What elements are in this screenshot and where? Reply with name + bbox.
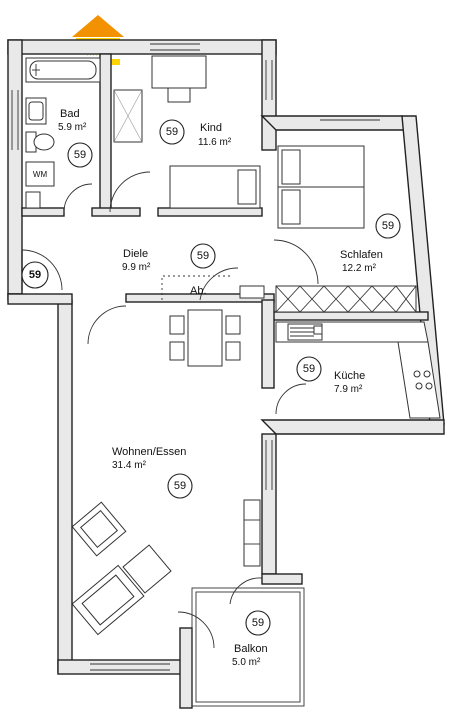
room-name-wohnen: Wohnen/Essen: [112, 446, 186, 458]
room-area-kind: 11.6 m²: [198, 137, 232, 148]
kind-bed: [169, 165, 261, 209]
washing-machine: WM: [25, 161, 55, 187]
bath-cabinet: [25, 191, 41, 209]
sink: [25, 97, 47, 125]
toilet: [25, 131, 55, 153]
room-name-bad: Bad: [60, 108, 80, 120]
entrance-door: [21, 249, 63, 291]
bad-door: [63, 183, 93, 213]
room-badge-wohnen: 59: [174, 480, 186, 492]
kind-door: [109, 171, 151, 213]
kind-wardrobe: [113, 89, 143, 143]
room-area-schlafen: 12.2 m²: [342, 263, 377, 274]
room-area-balkon: 5.0 m²: [232, 657, 261, 668]
room-badge-diele: 59: [197, 250, 209, 262]
room-name-diele: Diele: [123, 248, 148, 260]
entrance-badge-text: 59: [29, 269, 41, 281]
room-kind: Kind 11.6 m² 59: [159, 119, 232, 148]
bathtub: [25, 57, 101, 83]
balkon-door-2: [229, 577, 263, 605]
kitchen-counter: [275, 321, 441, 419]
room-badge-bad: 59: [74, 149, 86, 161]
room-badge-balkon: 59: [252, 617, 264, 629]
schlafen-door: [273, 239, 319, 285]
dining-table: [169, 309, 241, 367]
room-diele: Diele 9.9 m² 59: [122, 243, 216, 273]
walls: [7, 39, 445, 709]
entrance-badge: 59: [21, 261, 49, 289]
room-badge-kueche: 59: [303, 363, 315, 375]
room-bad: Bad 5.9 m² 59: [58, 108, 93, 168]
kind-desk: [151, 55, 207, 103]
wardrobe-row: [275, 285, 417, 313]
room-kueche: 59 Küche 7.9 m²: [296, 356, 365, 395]
balkon-door: [177, 611, 215, 649]
room-balkon: 59 Balkon 5.0 m²: [232, 610, 271, 668]
diele-closet-door: [199, 267, 239, 301]
diele-shelf: [239, 285, 265, 299]
room-schlafen: 59 Schlafen 12.2 m²: [340, 213, 401, 274]
room-area-kueche: 7.9 m²: [334, 384, 363, 395]
windows: [11, 43, 380, 671]
room-name-schlafen: Schlafen: [340, 249, 383, 261]
room-badge-schlafen: 59: [382, 220, 394, 232]
room-area-diele: 9.9 m²: [122, 262, 151, 273]
room-name-kind: Kind: [200, 122, 222, 134]
room-badge-kind: 59: [166, 126, 178, 138]
coffee-table: [122, 544, 172, 594]
room-wohnen: Wohnen/Essen 31.4 m² 59: [112, 446, 193, 499]
washer-label: WM: [33, 170, 48, 179]
storage-outline: [161, 275, 232, 300]
wohnen-door: [87, 305, 127, 345]
room-name-balkon: Balkon: [234, 643, 268, 655]
svg-text:· · · · · · · ·: · · · · · · · ·: [86, 53, 109, 59]
sofa: [71, 564, 145, 636]
room-area-wohnen: 31.4 m²: [112, 460, 147, 471]
room-name-kueche: Küche: [334, 370, 365, 382]
room-area-bad: 5.9 m²: [58, 122, 87, 133]
armchair-1: [71, 501, 127, 557]
kueche-door: [275, 383, 307, 415]
double-bed: [277, 145, 365, 229]
sideboard: [243, 499, 261, 567]
storage-label: Ab.: [190, 285, 207, 297]
